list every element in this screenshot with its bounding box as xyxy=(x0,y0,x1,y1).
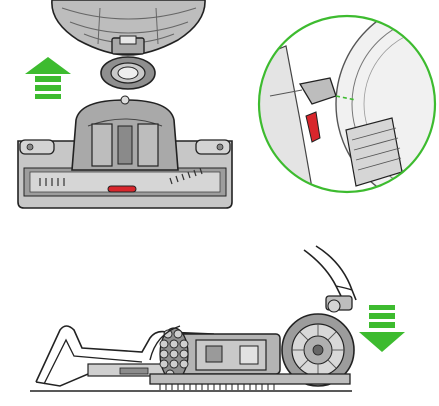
vacuum-main-body xyxy=(149,325,281,381)
connector-wheel xyxy=(100,56,156,90)
vacuum-ball-body xyxy=(51,0,206,56)
cleaner-head xyxy=(17,95,233,209)
up-arrow-icon xyxy=(25,57,71,99)
release-button-red xyxy=(107,185,137,193)
down-arrow-icon xyxy=(359,305,405,352)
red-release-catch xyxy=(305,111,321,143)
cyclone-pack xyxy=(159,327,189,381)
vacuum-ball-wheel xyxy=(281,313,355,387)
vacuum-handle xyxy=(303,245,357,313)
lower-vacuum-step xyxy=(30,245,405,392)
brush-bar xyxy=(39,167,203,186)
lift-cleaner-head-step xyxy=(17,0,233,209)
magnify-circle-outline xyxy=(257,14,437,194)
release-catch-detail xyxy=(257,14,437,194)
vacuum-wand xyxy=(35,325,215,387)
floor-brush-bar xyxy=(30,373,352,392)
